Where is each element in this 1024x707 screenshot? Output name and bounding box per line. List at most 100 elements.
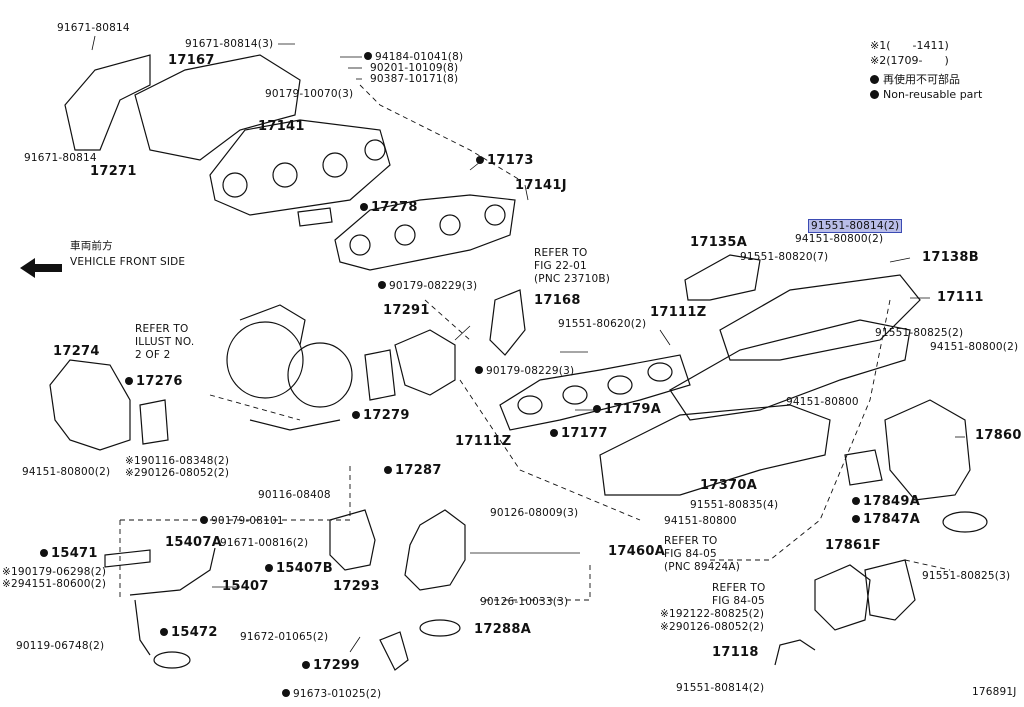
part-label[interactable]: 94151-80800 <box>664 515 737 527</box>
part-label[interactable]: 17276 <box>125 375 183 388</box>
part-label[interactable]: 17177 <box>550 427 608 440</box>
part-label[interactable]: 17141J <box>515 178 567 193</box>
part-label[interactable]: 91551-80820(7) <box>740 251 829 263</box>
part-label[interactable]: 90116-08408 <box>258 489 331 501</box>
part-label[interactable]: 91551-80835(4) <box>690 499 779 511</box>
part-label[interactable]: 94151-80800(2) <box>930 341 1019 353</box>
part-label[interactable]: 94184-01041(8) <box>364 51 463 63</box>
legend: ※1( -1411) ※2(1709- ) 再使用不可部品 Non-reusab… <box>870 38 982 102</box>
part-label[interactable]: ※294151-80600(2) <box>2 578 107 590</box>
part-label[interactable]: 90179-08229(3) <box>378 280 477 292</box>
part-label[interactable]: 17291 <box>383 303 430 318</box>
part-label[interactable]: 91673-01025(2) <box>282 688 381 700</box>
part-label[interactable]: 17118 <box>712 645 759 660</box>
nonreusable-icon <box>476 156 484 164</box>
egr-tube <box>774 639 816 666</box>
part-label[interactable]: 17179A <box>593 403 661 416</box>
part-label[interactable]: 90119-06748(2) <box>16 640 105 652</box>
legend-note-1: ※1( -1411) <box>870 39 949 52</box>
part-label[interactable]: 17849A <box>852 495 920 508</box>
part-label[interactable]: 17274 <box>53 344 100 359</box>
part-label[interactable]: 17111Z <box>650 305 707 320</box>
part-label[interactable]: 90179-08101 <box>200 515 284 527</box>
part-label[interactable]: ※190179-06298(2) <box>2 566 107 578</box>
part-label[interactable]: 17460A <box>608 544 666 559</box>
highlighted-part-label[interactable]: 91551-80814(2) <box>808 219 903 233</box>
part-label[interactable]: 17111 <box>937 290 984 305</box>
nonreusable-icon <box>593 405 601 413</box>
part-label[interactable]: 17168 <box>534 293 581 308</box>
part-label[interactable]: 90126-10033(3) <box>480 596 569 608</box>
front-arrow-icon <box>20 258 62 278</box>
nonreusable-icon <box>352 411 360 419</box>
heat-shield-lower <box>64 54 151 151</box>
part-label[interactable]: 17278 <box>360 201 418 214</box>
part-label[interactable]: 17167 <box>168 53 215 68</box>
nonreusable-icon <box>282 689 290 697</box>
nonreusable-icon <box>302 661 310 669</box>
part-label[interactable]: 15472 <box>160 626 218 639</box>
manifold-cover <box>684 254 761 301</box>
part-label[interactable]: 94151-80800(2) <box>795 233 884 245</box>
refer-text: REFER TO <box>664 535 718 547</box>
part-label[interactable]: 91551-80825(3) <box>922 570 1011 582</box>
part-label[interactable]: ※192122-80825(2) <box>660 608 765 620</box>
part-label[interactable]: 91672-01065(2) <box>240 631 329 643</box>
part-label[interactable]: 91671-00816(2) <box>220 537 309 549</box>
part-label[interactable]: ※190116-08348(2) <box>125 455 230 467</box>
intake-gasket <box>499 354 691 431</box>
part-label[interactable]: 17271 <box>90 164 137 179</box>
part-label[interactable]: 17287 <box>384 464 442 477</box>
nonreusable-icon <box>550 429 558 437</box>
manifold-gasket <box>334 194 516 271</box>
part-label[interactable]: 17861F <box>825 538 881 553</box>
refer-link[interactable]: FIG 22-01 <box>534 260 587 272</box>
part-label[interactable]: 90179-08229(3) <box>475 365 574 377</box>
part-label[interactable]: 17141 <box>258 119 305 134</box>
part-label[interactable]: 91551-80814(2) <box>676 682 765 694</box>
part-label[interactable]: 91671-80814(3) <box>185 38 274 50</box>
legend-nonreusable-jp: 再使用不可部品 <box>883 73 960 86</box>
refer-text: REFER TO <box>712 582 766 594</box>
refer-link[interactable]: FIG 84-05 <box>664 548 717 560</box>
part-label[interactable]: 90387-10171(8) <box>370 73 459 85</box>
part-label[interactable]: 15407A <box>165 535 223 550</box>
figure-id: 176891J <box>972 686 1017 698</box>
part-label[interactable]: 17138B <box>922 250 979 265</box>
part-label[interactable]: ※290126-08052(2) <box>660 621 765 633</box>
nonreusable-icon <box>265 564 273 572</box>
part-label[interactable]: 90201-10109(8) <box>370 62 459 74</box>
part-label[interactable]: 91671-80814 <box>24 152 97 164</box>
refer-link[interactable]: ILLUST NO. <box>135 336 195 348</box>
part-label[interactable]: 17279 <box>352 409 410 422</box>
part-label[interactable]: 91671-80814 <box>57 22 130 34</box>
part-label[interactable]: 15407B <box>265 562 333 575</box>
part-label[interactable]: 17135A <box>690 235 748 250</box>
part-label[interactable]: 90179-10070(3) <box>265 88 354 100</box>
part-label[interactable]: 91551-80825(2) <box>875 327 964 339</box>
part-label[interactable]: 17293 <box>333 579 380 594</box>
part-label[interactable]: ※290126-08052(2) <box>125 467 230 479</box>
turbo-compressor <box>226 321 304 399</box>
part-label[interactable]: 15471 <box>40 547 98 560</box>
part-label[interactable]: 90126-08009(3) <box>490 507 579 519</box>
part-label[interactable]: 94151-80800(2) <box>22 466 111 478</box>
part-label[interactable]: 17111Z <box>455 434 512 449</box>
egr-valve <box>884 399 971 501</box>
part-label[interactable]: 17860 <box>975 428 1022 443</box>
part-label[interactable]: 91551-80620(2) <box>558 318 647 330</box>
part-label[interactable]: 15407 <box>222 579 269 594</box>
refer-link[interactable]: FIG 84-05 <box>712 595 765 607</box>
part-label[interactable]: 94151-80800 <box>786 396 859 408</box>
part-label[interactable]: 17370A <box>700 478 758 493</box>
legend-nonreusable-en: Non-reusable part <box>883 88 983 101</box>
part-label[interactable]: 17847A <box>852 513 920 526</box>
part-label[interactable]: 17288A <box>474 622 532 637</box>
nonreusable-icon <box>852 497 860 505</box>
bullet-icon <box>870 90 879 99</box>
egr-pipe-flange <box>814 564 871 631</box>
part-label[interactable]: 17173 <box>476 154 534 167</box>
part-label[interactable]: 17299 <box>302 659 360 672</box>
nonreusable-icon <box>200 516 208 524</box>
